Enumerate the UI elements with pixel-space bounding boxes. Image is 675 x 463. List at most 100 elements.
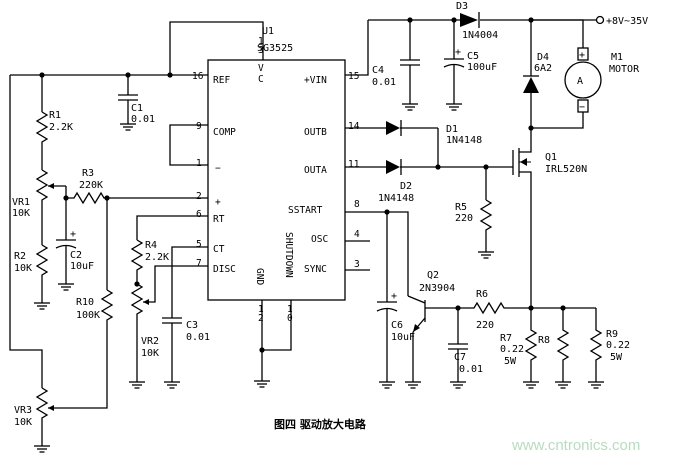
vr2-ref: VR2 — [141, 336, 159, 347]
r5-ref: R5 — [455, 202, 467, 213]
pin-num-12-b: 2 — [258, 313, 264, 324]
c7-value: 0.01 — [459, 364, 483, 375]
pin-name-comp: COMP — [213, 127, 236, 138]
pin-num-2: 2 — [196, 191, 202, 202]
resistor-r10: R10 100K — [48, 198, 114, 409]
pin-name-plus: + — [215, 197, 221, 208]
r8-ref: R8 — [538, 335, 550, 346]
r2-ref: R2 — [14, 251, 26, 262]
q2-ref: Q2 — [427, 270, 439, 281]
c2-ref: C2 — [70, 250, 82, 261]
d4-value: 6A2 — [534, 63, 552, 74]
r9-rating: 5W — [610, 352, 623, 363]
resistor-r3: R3 220K — [66, 168, 107, 205]
pin-num-10: 1 — [287, 304, 293, 315]
r3-value: 220K — [79, 180, 103, 191]
c7-ref: C7 — [454, 352, 466, 363]
pin-num-10-b: 0 — [287, 313, 293, 324]
r6-ref: R6 — [476, 289, 488, 300]
pin-name-vin: +VIN — [304, 75, 327, 86]
resistor-r6: R6 220 — [458, 289, 531, 331]
diode-d4: D4 6A2 — [523, 20, 552, 128]
diode-d2: D2 1N4148 — [378, 159, 414, 204]
resistor-r1: R1 2.2K — [35, 110, 73, 170]
d3-value: 1N4004 — [462, 30, 498, 41]
m1-minus: − — [579, 102, 585, 113]
pin-name-shutdown: SHUTDOWN — [283, 232, 294, 278]
ic-ref: U1 — [262, 26, 274, 37]
resistor-r7: R7 0.22 5W — [500, 308, 540, 389]
vr3-value: 10K — [14, 417, 32, 428]
vr1-value: 10K — [12, 208, 30, 219]
pin-name-ref: REF — [213, 75, 230, 86]
supply-terminal: +8V~35V — [595, 15, 648, 27]
pin-name-sync: SYNC — [304, 264, 327, 275]
capacitor-c1: C1 0.01 — [118, 75, 155, 131]
capacitor-c5: + C5 100uF — [443, 20, 497, 111]
c1-ref: C1 — [131, 103, 143, 114]
pin-num-7: 7 — [196, 258, 202, 269]
pin-num-14: 14 — [348, 121, 360, 132]
pin-num-11: 11 — [348, 159, 360, 170]
d2-ref: D2 — [400, 181, 412, 192]
pin-name-sstart: SSTART — [288, 205, 323, 216]
d1-value: 1N4148 — [446, 135, 482, 146]
capacitor-c7: C7 0.01 — [448, 308, 483, 389]
wiring — [9, 19, 596, 388]
pin-num-6: 6 — [196, 209, 202, 220]
c6-plus: + — [391, 291, 397, 302]
pin-num-5: 5 — [196, 239, 202, 250]
motor-m1: A + − M1 MOTOR — [531, 19, 640, 129]
c2-plus: + — [70, 229, 76, 240]
potentiometer-vr2: VR2 10K — [128, 283, 159, 389]
d4-ref: D4 — [537, 52, 549, 63]
ic-u1: U1 SG3525 REF V C +VIN COMP OUTB − OUTA … — [192, 26, 360, 324]
transistor-q2: Q2 2N3904 — [404, 270, 458, 389]
pin-num-9: 9 — [196, 121, 202, 132]
pin-name-outa: OUTA — [304, 165, 327, 176]
resistor-r5: R5 220 — [455, 167, 495, 259]
diode-d3: D3 1N4004 — [456, 1, 498, 41]
resistor-r8: R8 — [538, 308, 572, 389]
pin-name-outb: OUTB — [304, 127, 327, 138]
r9-value: 0.22 — [606, 340, 630, 351]
capacitor-c3: C3 0.01 — [162, 317, 210, 389]
pin-num-15: 15 — [348, 71, 359, 82]
pin-num-13: 1 — [258, 36, 264, 47]
r3-ref: R3 — [82, 168, 94, 179]
mosfet-q1: Q1 IRL520N — [512, 128, 587, 308]
motor-symbol: A — [577, 76, 583, 87]
ic-part: SG3525 — [257, 43, 293, 54]
r9-ref: R9 — [606, 329, 618, 340]
resistor-r9: R9 0.22 5W — [587, 308, 630, 389]
pin-name-gnd: GND — [254, 268, 265, 285]
r10-ref: R10 — [76, 297, 94, 308]
r10-value: 100K — [76, 310, 100, 321]
capacitor-c2: + C2 10uF — [55, 198, 94, 291]
c5-plus: + — [455, 47, 461, 58]
c6-value: 10uF — [391, 332, 415, 343]
pin-num-13-b: 3 — [258, 45, 264, 56]
pin-num-3: 3 — [354, 259, 360, 270]
q1-value: IRL520N — [545, 164, 587, 175]
c4-value: 0.01 — [372, 77, 396, 88]
c4-ref: C4 — [372, 65, 384, 76]
m1-plus: + — [579, 50, 585, 61]
r7-rating: 5W — [504, 356, 517, 367]
pin-name-osc: OSC — [311, 234, 328, 245]
junctions — [39, 17, 566, 353]
c6-ref: C6 — [391, 320, 403, 331]
r5-value: 220 — [455, 213, 473, 224]
m1-value: MOTOR — [609, 64, 640, 75]
vr2-value: 10K — [141, 348, 159, 359]
r4-value: 2.2K — [145, 252, 169, 263]
q1-ref: Q1 — [545, 152, 557, 163]
r2-value: 10K — [14, 263, 32, 274]
watermark: www.cntronics.com — [511, 437, 640, 454]
c3-ref: C3 — [186, 320, 198, 331]
capacitor-c4: C4 0.01 — [372, 20, 420, 111]
r1-value: 2.2K — [49, 122, 73, 133]
pin-num-8: 8 — [354, 199, 360, 210]
c5-value: 100uF — [467, 62, 497, 73]
